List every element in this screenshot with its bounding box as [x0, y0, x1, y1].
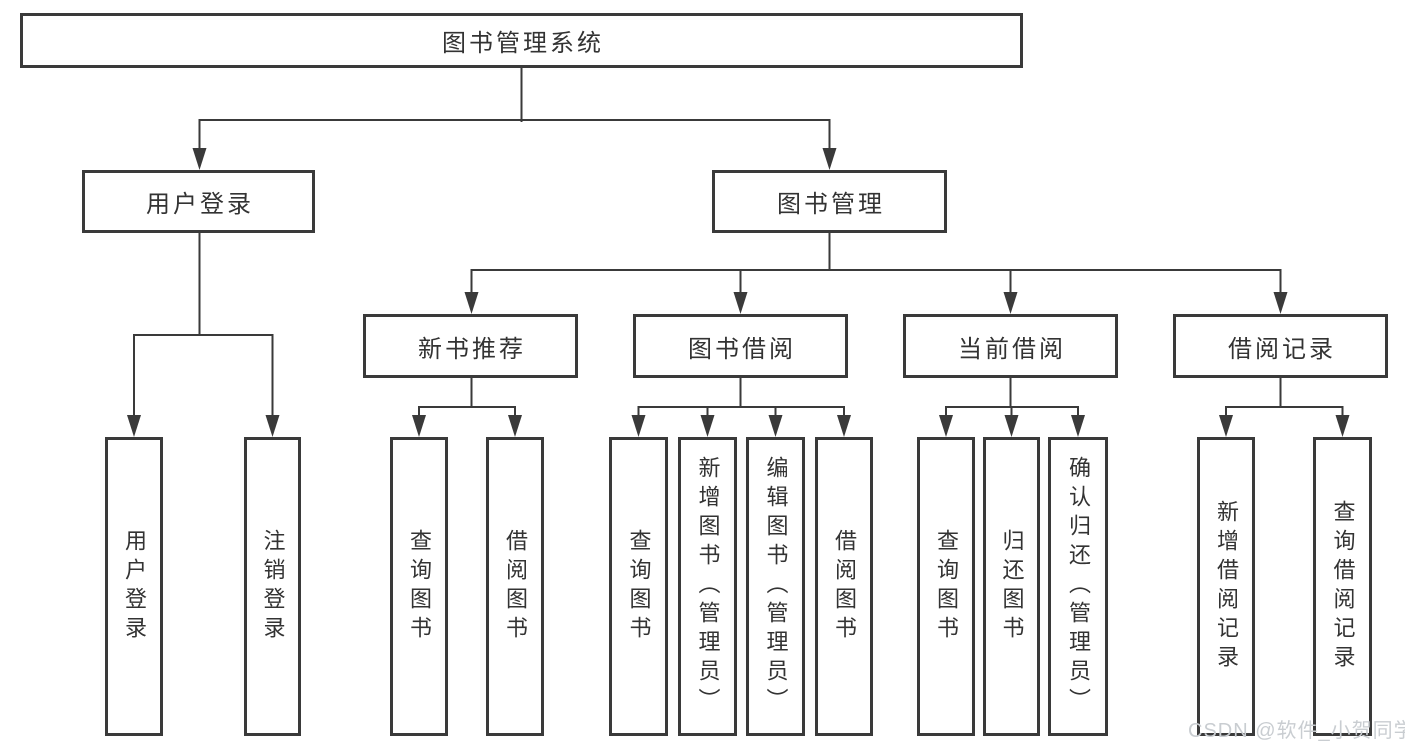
- arrow-down-icon: [508, 415, 522, 437]
- node-label: 图书管理系统: [442, 30, 604, 57]
- node-user-login: 用户登录: [82, 170, 315, 233]
- connector-book-borrowing: [631, 378, 851, 437]
- node-label: 用户登录: [122, 528, 147, 645]
- node-current-query-books: 查询图书: [917, 437, 975, 736]
- node-label: 查询借阅记录: [1330, 499, 1356, 674]
- node-logout: 注销登录: [244, 437, 301, 736]
- node-records-add-borrow-record: 新增借阅记录: [1197, 437, 1255, 736]
- node-book-management: 图书管理: [712, 170, 947, 233]
- node-label: 编辑图书（管理员）: [763, 456, 789, 717]
- connector-borrowing-records: [1219, 378, 1350, 437]
- arrow-down-icon: [1004, 415, 1019, 437]
- arrow-down-icon: [1219, 415, 1233, 437]
- node-borrow-borrow-books: 借阅图书: [815, 437, 873, 736]
- connector-book-management: [464, 233, 1288, 314]
- node-borrow-query-books: 查询图书: [609, 437, 668, 736]
- node-label: 查询图书: [407, 528, 432, 645]
- node-label: 确认归还（管理员）: [1066, 456, 1091, 717]
- node-library-management-system: 图书管理系统: [20, 13, 1023, 68]
- node-label: 借阅图书: [832, 528, 857, 645]
- node-current-confirm-return-admin: 确认归还（管理员）: [1048, 437, 1108, 736]
- arrow-down-icon: [768, 415, 783, 437]
- node-label: 查询图书: [934, 528, 959, 645]
- node-label: 借阅图书: [503, 528, 528, 645]
- watermark: CSDN @软件_小贺同学: [1188, 720, 1405, 742]
- connector-new-book-recommendation: [412, 378, 522, 437]
- arrow-down-icon: [822, 148, 837, 170]
- node-borrow-edit-books-admin: 编辑图书（管理员）: [746, 437, 805, 736]
- arrow-down-icon: [192, 148, 207, 170]
- node-label: 新增图书（管理员）: [695, 456, 721, 717]
- node-label: 图书借阅: [688, 335, 796, 363]
- node-label: 当前借阅: [958, 335, 1066, 363]
- node-label: 新书推荐: [418, 335, 526, 363]
- arrow-down-icon: [700, 415, 715, 437]
- node-book-borrowing: 图书借阅: [633, 314, 848, 378]
- arrow-down-icon: [1003, 292, 1018, 314]
- arrow-down-icon: [1273, 292, 1288, 314]
- node-label: 图书管理: [777, 191, 885, 218]
- node-rec-borrow-books: 借阅图书: [486, 437, 544, 736]
- arrow-down-icon: [265, 415, 280, 437]
- node-rec-query-books: 查询图书: [390, 437, 448, 736]
- arrow-down-icon: [733, 292, 748, 314]
- arrow-down-icon: [412, 415, 426, 437]
- node-label: 新增借阅记录: [1214, 499, 1239, 674]
- arrow-down-icon: [464, 292, 479, 314]
- node-label: 注销登录: [260, 528, 286, 645]
- connector-user-login: [127, 233, 280, 437]
- node-label: 借阅记录: [1228, 335, 1336, 363]
- node-borrowing-records: 借阅记录: [1173, 314, 1388, 378]
- node-new-book-recommendation: 新书推荐: [363, 314, 578, 378]
- node-current-return-books: 归还图书: [983, 437, 1040, 736]
- arrow-down-icon: [939, 415, 953, 437]
- node-label: 归还图书: [999, 528, 1025, 645]
- node-label: 查询图书: [626, 528, 652, 645]
- connector-current-borrowing: [939, 378, 1085, 437]
- node-borrow-add-books-admin: 新增图书（管理员）: [678, 437, 737, 736]
- arrow-down-icon: [837, 415, 851, 437]
- connector-root: [192, 68, 837, 170]
- node-user-login-leaf: 用户登录: [105, 437, 163, 736]
- arrow-down-icon: [631, 415, 646, 437]
- node-records-query-borrow-record: 查询借阅记录: [1313, 437, 1372, 736]
- arrow-down-icon: [1335, 415, 1350, 437]
- node-label: 用户登录: [146, 191, 254, 218]
- node-current-borrowing: 当前借阅: [903, 314, 1118, 378]
- arrow-down-icon: [127, 415, 141, 437]
- arrow-down-icon: [1071, 415, 1085, 437]
